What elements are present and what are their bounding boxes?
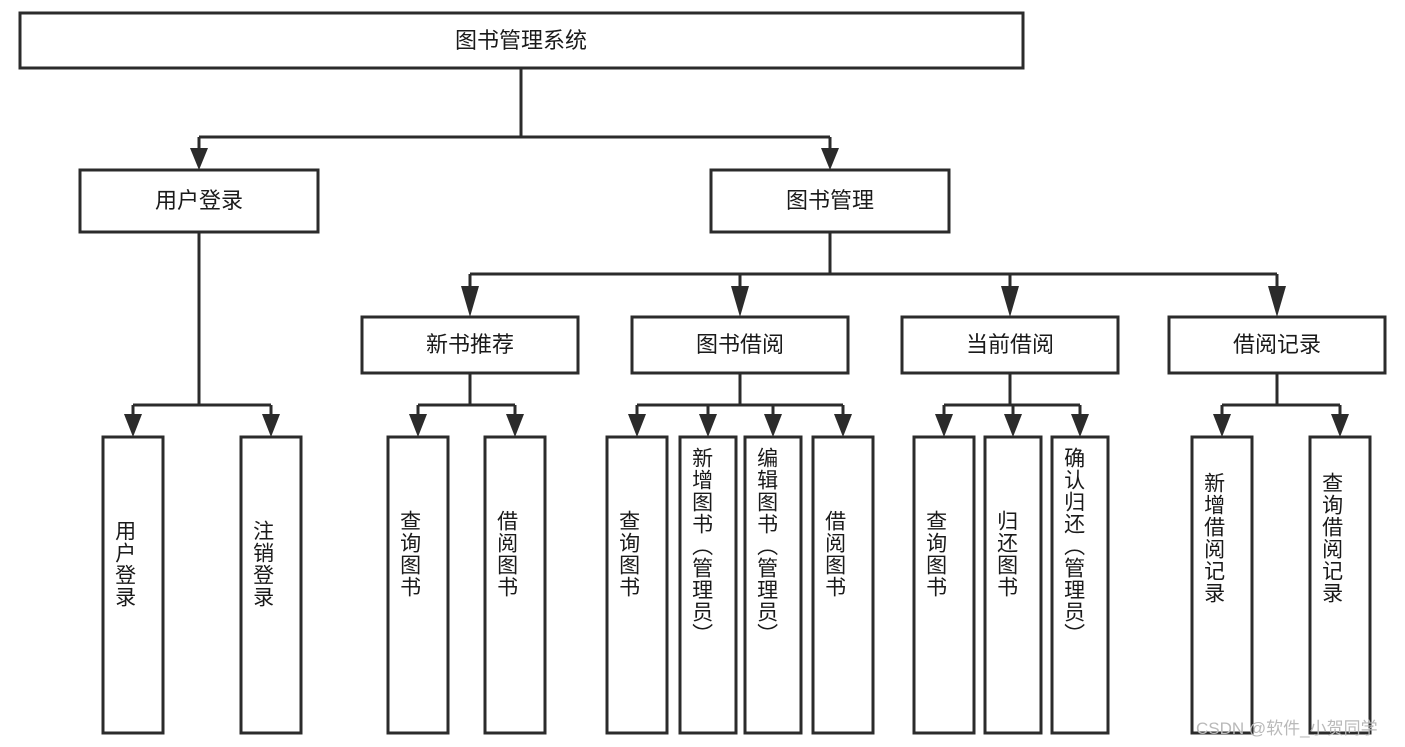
arrow-head-bb-leaf-2: [699, 414, 717, 437]
connectors-new-book-recommend: [409, 373, 524, 437]
arrow-head-user-leaf-2: [262, 414, 280, 437]
node-new-book-recommend-box[interactable]: [360, 315, 580, 375]
arrow-head-book-child-4: [1268, 286, 1286, 317]
leaf-box-new-book-recommend-2[interactable]: [483, 435, 547, 735]
arrow-head-root-to-book: [821, 148, 839, 170]
node-borrow-record-box[interactable]: [1167, 315, 1387, 375]
node-book-management-label: 图书管理: [786, 188, 874, 213]
connectors-current-borrow: [935, 373, 1089, 437]
node-new-book-recommend-label: 新书推荐: [426, 332, 514, 357]
arrow-head-nbr-leaf-1: [409, 414, 427, 437]
arrow-head-bb-leaf-1: [628, 414, 646, 437]
leaf-box-book-borrow-1[interactable]: [605, 435, 669, 735]
arrow-head-bb-leaf-4: [834, 414, 852, 437]
leaf-box-user-login-1[interactable]: [101, 435, 165, 735]
arrow-head-cb-leaf-3: [1071, 414, 1089, 437]
arrow-head-nbr-leaf-2: [506, 414, 524, 437]
arrow-head-root-to-user: [190, 148, 208, 170]
node-borrow-record-label: 借阅记录: [1233, 332, 1321, 357]
leaf-box-new-book-recommend-1[interactable]: [386, 435, 450, 735]
leaf-box-book-borrow-3[interactable]: [743, 435, 803, 735]
connectors-book-borrow: [628, 373, 852, 437]
arrow-head-br-leaf-1: [1213, 414, 1231, 437]
leaf-box-borrow-record-1[interactable]: [1190, 435, 1254, 735]
leaf-box-book-borrow-4[interactable]: [811, 435, 875, 735]
connectors-borrow-record: [1213, 373, 1349, 437]
arrow-head-book-child-3: [1001, 286, 1019, 317]
arrow-head-user-leaf-1: [124, 414, 142, 437]
leaf-box-borrow-record-2[interactable]: [1308, 435, 1372, 735]
arrow-head-cb-leaf-2: [1004, 414, 1022, 437]
node-current-borrow-box[interactable]: [900, 315, 1120, 375]
leaf-box-book-borrow-2[interactable]: [678, 435, 738, 735]
leaf-box-current-borrow-3[interactable]: [1050, 435, 1110, 735]
node-user-login-label: 用户登录: [155, 188, 243, 213]
connectors-book-management: [461, 232, 1286, 317]
arrow-head-book-child-1: [461, 286, 479, 317]
node-root-label: 图书管理系统: [455, 28, 587, 53]
connectors-root: [190, 68, 839, 170]
arrow-head-br-leaf-2: [1331, 414, 1349, 437]
leaf-box-current-borrow-1[interactable]: [912, 435, 976, 735]
node-book-borrow-label: 图书借阅: [696, 332, 784, 357]
node-user-login-box[interactable]: [78, 168, 320, 234]
node-current-borrow-label: 当前借阅: [966, 332, 1054, 357]
arrow-head-bb-leaf-3: [764, 414, 782, 437]
leaf-box-current-borrow-2[interactable]: [983, 435, 1043, 735]
arrow-head-book-child-2: [731, 286, 749, 317]
node-book-management-box[interactable]: [709, 168, 951, 234]
arrow-head-cb-leaf-1: [935, 414, 953, 437]
connectors-user-login: [124, 232, 280, 437]
leaf-box-user-login-2[interactable]: [239, 435, 303, 735]
node-root-box[interactable]: [18, 11, 1025, 70]
node-book-borrow-box[interactable]: [630, 315, 850, 375]
